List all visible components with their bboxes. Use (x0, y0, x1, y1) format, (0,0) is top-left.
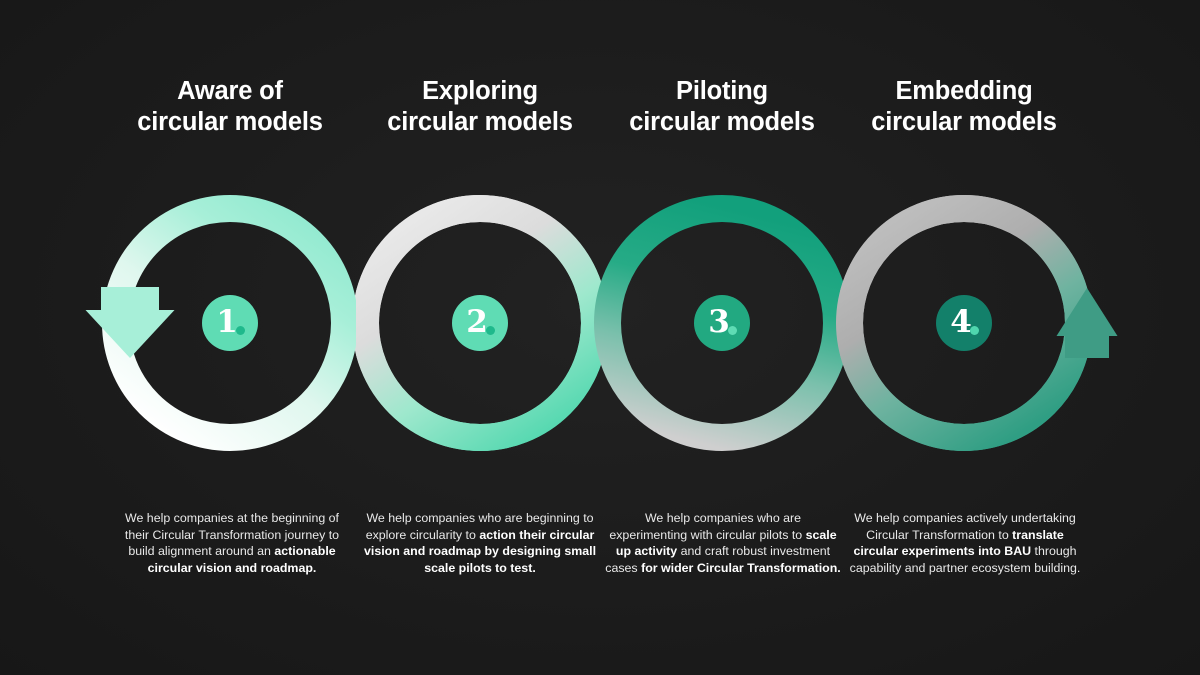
stage-badge-4-dot (970, 326, 979, 335)
stage-caption-1: We help companies at the beginning of th… (124, 511, 340, 575)
stage-badge-1-dot (236, 326, 245, 335)
stage-badge-3-number: 3 (708, 303, 730, 340)
stage-caption-3: We help companies who are experimenting … (605, 511, 841, 575)
stage-heading-4-line2: circular models (871, 108, 1057, 136)
stage-heading-2: Exploring circular models (350, 76, 610, 138)
stage-badge-3-dot (728, 326, 737, 335)
stage-heading-2-line1: Exploring (422, 77, 538, 105)
stage-heading-3-line2: circular models (629, 108, 815, 136)
arrow-down-left-icon (85, 287, 175, 358)
stage-badge-4: 4 (936, 295, 992, 351)
stage-heading-1: Aware of circular models (100, 76, 360, 138)
stage-captions: We help companies at the beginning of th… (0, 510, 1200, 620)
stage-heading-3: Piloting circular models (592, 76, 852, 138)
stage-heading-4-line1: Embedding (895, 77, 1033, 105)
stage-badge-4-number: 4 (950, 303, 972, 340)
stage-badge-1-number: 1 (216, 303, 238, 340)
stage-heading-1-line1: Aware of (177, 77, 283, 105)
stage-badge-2-number: 2 (466, 303, 488, 340)
stage-heading-2-line2: circular models (387, 108, 573, 136)
stage-heading-1-line2: circular models (137, 108, 323, 136)
stage-badge-3: 3 (694, 295, 750, 351)
stage-heading-4: Embedding circular models (834, 76, 1094, 138)
stage-heading-3-line1: Piloting (676, 77, 768, 105)
arrow-up-icon (1056, 288, 1118, 358)
stage-badge-2-dot (486, 326, 495, 335)
stage-caption-4: We help companies actively undertaking C… (849, 511, 1081, 575)
stage-headings: Aware of circular models Exploring circu… (0, 76, 1200, 148)
stage-badge-2: 2 (452, 295, 508, 351)
stage-badge-1: 1 (202, 295, 258, 351)
stage-caption-2: We help companies who are beginning to e… (363, 511, 597, 575)
